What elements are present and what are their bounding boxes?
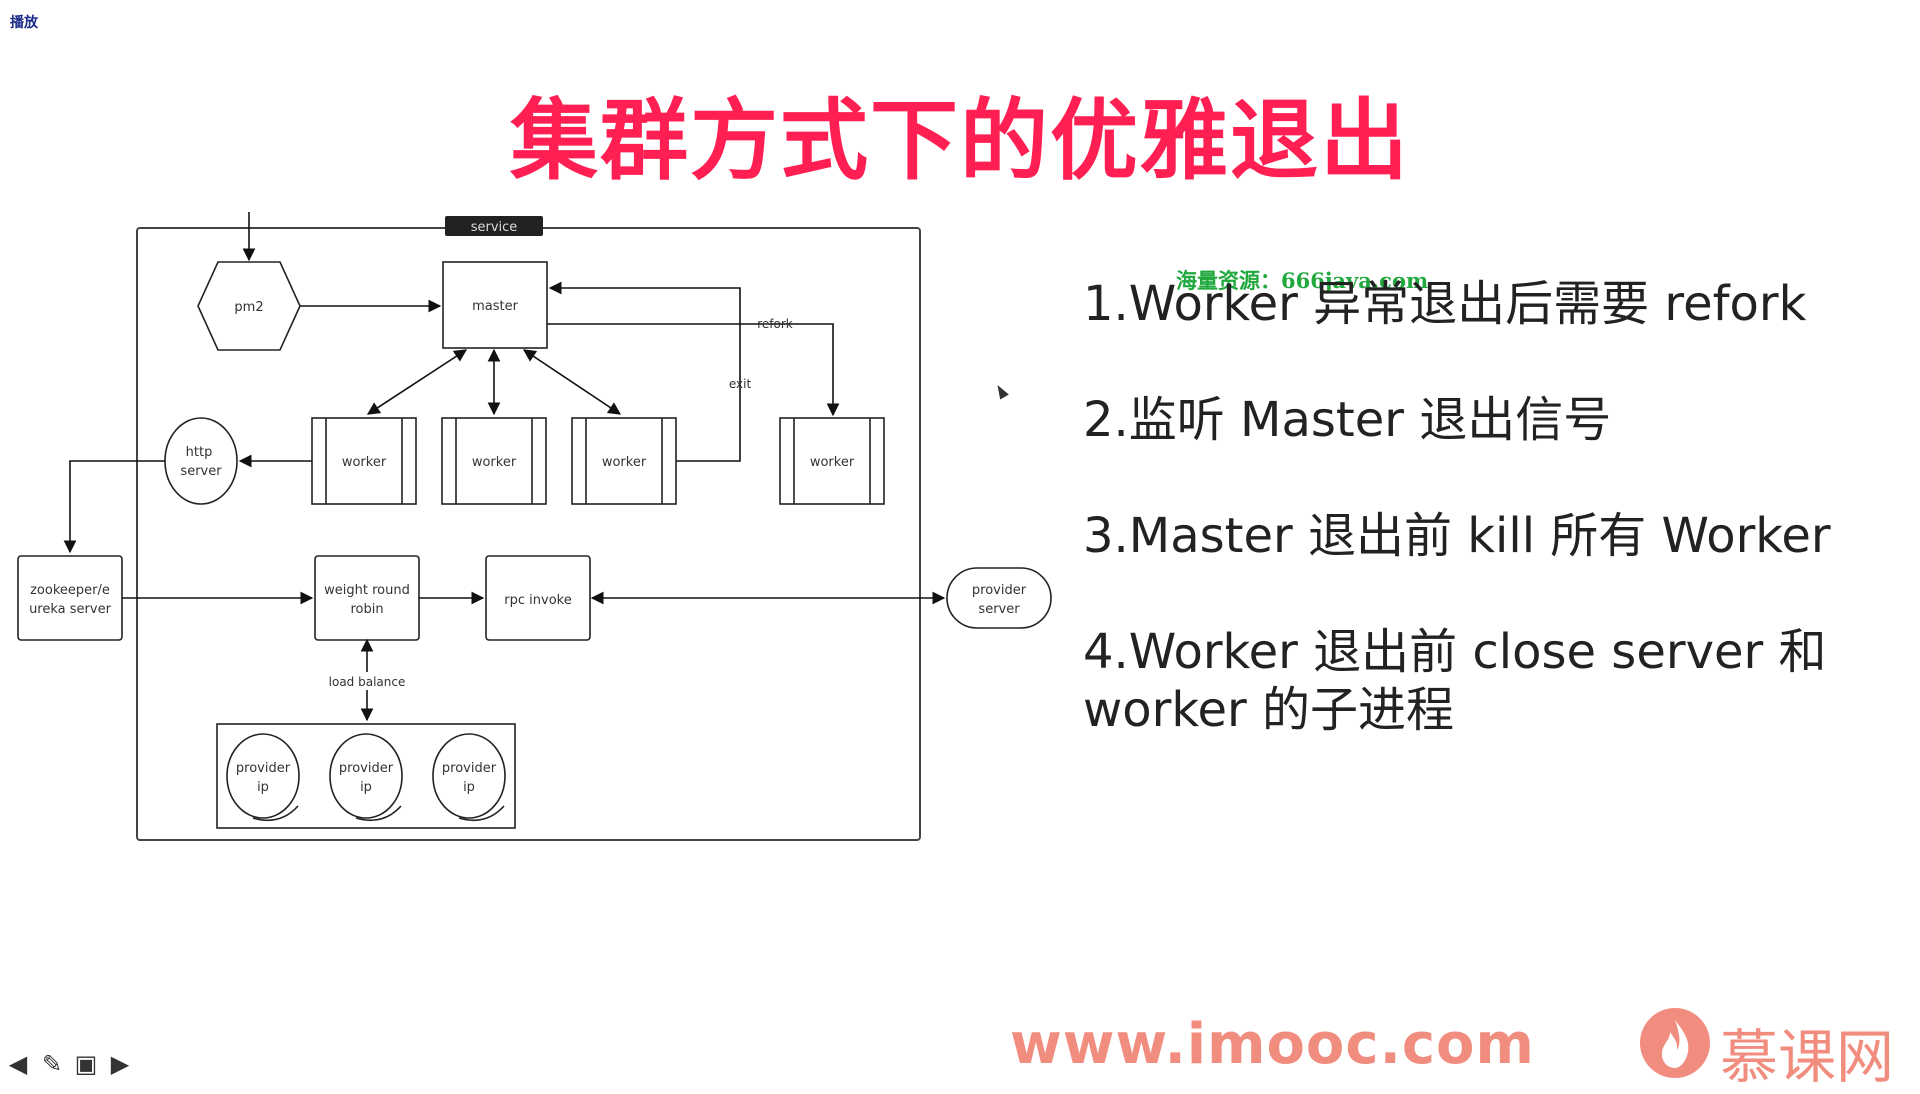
key-point-4: 4.Worker 退出前 close server 和 worker 的子进程 [1083, 624, 1827, 738]
pm2-label: pm2 [234, 300, 263, 315]
rpc-invoke-node [485, 555, 591, 641]
zookeeper-label-1: zookeeper/e [30, 583, 110, 598]
http-server-label-1: http [186, 445, 213, 460]
arrow-right-icon[interactable]: ▶ [110, 1050, 130, 1078]
watermark-text: 海量资源：666java.com [1176, 268, 1429, 293]
wrr-label-2: robin [350, 602, 383, 617]
refork-label: refork [757, 317, 793, 331]
provider-server-label-2: server [978, 602, 1020, 617]
master-label: master [472, 299, 518, 314]
zookeeper-label-2: ureka server [29, 602, 112, 617]
zookeeper-node [17, 555, 123, 641]
worker-label: worker [472, 455, 517, 470]
architecture-diagram: service pm2 master refork exit worker wo… [17, 212, 1052, 841]
worker-node-3: worker [571, 417, 677, 505]
provider-ip-label-1: provider [339, 761, 394, 776]
pm2-node [197, 261, 301, 351]
exit-label: exit [729, 377, 752, 391]
provider-ip-label-1: provider [442, 761, 497, 776]
rpc-invoke-label: rpc invoke [504, 593, 571, 608]
worker-node-2: worker [441, 417, 547, 505]
http-server-node [164, 417, 238, 505]
playback-label: 播放 [10, 15, 38, 31]
worker-node-1: worker [311, 417, 417, 505]
service-tab [445, 216, 543, 236]
provider-ip-label-1: provider [236, 761, 291, 776]
worker-node-refork: worker [779, 417, 885, 505]
worker-label: worker [602, 455, 647, 470]
wrr-label-1: weight round [324, 583, 410, 598]
arrow-left-icon[interactable]: ◀ [8, 1050, 28, 1078]
provider-ip-node-2: provider ip [329, 733, 403, 822]
provider-ip-node-1: provider ip [226, 733, 300, 822]
key-point-3: 3.Master 退出前 kill 所有 Worker [1083, 508, 1831, 564]
pen-icon[interactable]: ✎ [41, 1050, 63, 1078]
slide-title: 集群方式下的优雅退出 [509, 89, 1410, 192]
key-point-1: 1.Worker 异常退出后需要 refork [1083, 276, 1807, 332]
load-balance-label: load balance [329, 675, 406, 689]
weight-round-robin-node [314, 555, 420, 641]
key-points-list: 1.Worker 异常退出后需要 refork 2.监听 Master 退出信号… [1083, 275, 1843, 739]
service-label: service [471, 220, 518, 235]
brand-name: 慕课网 [1720, 1023, 1895, 1091]
provider-ip-label-2: ip [257, 780, 269, 795]
http-server-label-2: server [180, 464, 222, 479]
key-point-2: 2.监听 Master 退出信号 [1083, 392, 1612, 448]
brand-url: www.imooc.com [1010, 1012, 1535, 1077]
slide-nav-bar: ◀ ✎ ▣ ▶ [4, 1052, 134, 1076]
provider-server-node [946, 567, 1052, 629]
provider-server-label-1: provider [972, 583, 1027, 598]
flame-logo-icon [1640, 1008, 1710, 1078]
provider-ip-label-2: ip [360, 780, 372, 795]
provider-ip-node-3: provider ip [432, 733, 506, 822]
provider-ip-label-2: ip [463, 780, 475, 795]
worker-label: worker [810, 455, 855, 470]
monitor-icon[interactable]: ▣ [74, 1050, 98, 1078]
master-node [442, 261, 548, 349]
worker-label: worker [342, 455, 387, 470]
